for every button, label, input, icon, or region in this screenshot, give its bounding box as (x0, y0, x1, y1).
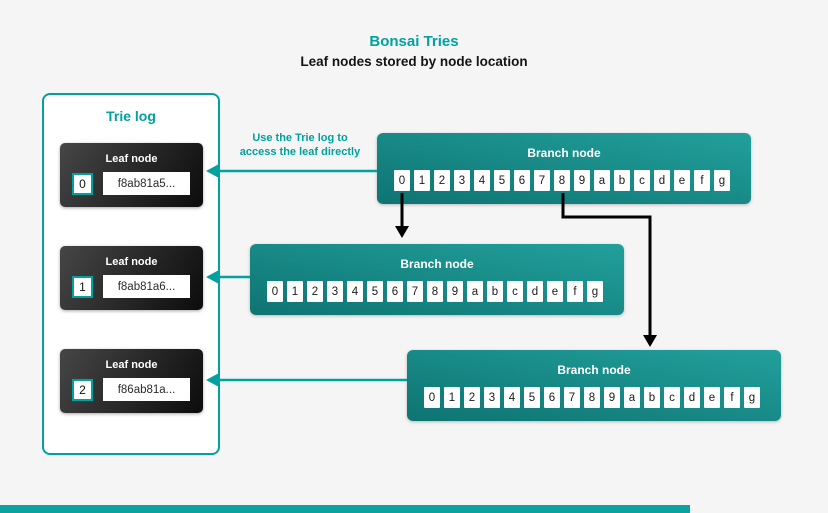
annotation-line-2: access the leaf directly (239, 146, 361, 158)
branch-cell: e (674, 170, 690, 191)
branch-cell: 5 (524, 387, 540, 408)
branch-cell: g (744, 387, 760, 408)
branch-cell: 7 (564, 387, 580, 408)
leaf-hash-box: f8ab81a6... (103, 275, 190, 298)
leaf-node-label: Leaf node (105, 153, 158, 165)
branch-cell: 7 (407, 281, 423, 302)
leaf-node-card-1: Leaf node 1 f8ab81a6... (60, 246, 203, 310)
branch-cell: f (694, 170, 710, 191)
branch-cell: g (714, 170, 730, 191)
trie-log-annotation: Use the Trie log to access the leaf dire… (222, 131, 378, 159)
branch-cell: g (587, 281, 603, 302)
leaf-hash-box: f86ab81a... (103, 378, 190, 401)
annotation-line-1: Use the Trie log to (252, 132, 348, 144)
branch-cell: 9 (574, 170, 590, 191)
branch-cell: d (684, 387, 700, 408)
branch-cell: 3 (454, 170, 470, 191)
branch-cell: a (467, 281, 483, 302)
branch-cell: f (724, 387, 740, 408)
leaf-node-card-2: Leaf node 2 f86ab81a... (60, 349, 203, 413)
branch-cell: a (624, 387, 640, 408)
diagram-header: Bonsai Tries Leaf nodes stored by node l… (0, 33, 828, 69)
branch-cell: e (704, 387, 720, 408)
branch-cell: 1 (414, 170, 430, 191)
branch-cell: 2 (307, 281, 323, 302)
branch-cell: 5 (367, 281, 383, 302)
branch-cell: b (614, 170, 630, 191)
branch-cell: e (547, 281, 563, 302)
leaf-row: 0 f8ab81a5... (60, 172, 203, 195)
branch-cell: a (594, 170, 610, 191)
arrowhead-down-icon (395, 226, 409, 238)
page-subtitle: Leaf nodes stored by node location (300, 54, 528, 69)
leaf-index-box: 2 (72, 378, 93, 401)
branch-cell: b (644, 387, 660, 408)
branch-cell: 2 (434, 170, 450, 191)
branch-cell: 4 (504, 387, 520, 408)
arrowhead-down-icon (643, 335, 657, 347)
bottom-progress-bar (0, 505, 690, 513)
branch-cell: f (567, 281, 583, 302)
branch-cell: 1 (444, 387, 460, 408)
branch-cell: 6 (387, 281, 403, 302)
page-title: Bonsai Tries (369, 33, 459, 50)
branch-node-label: Branch node (400, 257, 474, 271)
branch-cell: 1 (287, 281, 303, 302)
branch-cell: 4 (474, 170, 490, 191)
leaf-hash-box: f8ab81a5... (103, 172, 190, 195)
leaf-row: 2 f86ab81a... (60, 378, 203, 401)
leaf-index-box: 1 (72, 275, 93, 298)
branch-cell: 3 (484, 387, 500, 408)
branch-cell: d (654, 170, 670, 191)
leaf-row: 1 f8ab81a6... (60, 275, 203, 298)
leaf-node-label: Leaf node (105, 359, 158, 371)
branch-cell: 4 (347, 281, 363, 302)
branch-cell: b (487, 281, 503, 302)
branch-cell: d (527, 281, 543, 302)
leaf-node-label: Leaf node (105, 256, 158, 268)
branch-cell: 8 (584, 387, 600, 408)
branch-cell: 5 (494, 170, 510, 191)
branch-cell: c (507, 281, 523, 302)
branch-cell: 9 (604, 387, 620, 408)
branch-cell: 0 (424, 387, 440, 408)
branch-node-label: Branch node (557, 363, 631, 377)
branch-cell: 9 (447, 281, 463, 302)
trie-log-title: Trie log (106, 108, 156, 124)
branch-cell: 8 (554, 170, 570, 191)
trie-log-panel: Trie log Leaf node 0 f8ab81a5... Leaf no… (42, 93, 220, 455)
branch-cell: 0 (394, 170, 410, 191)
leaf-index-box: 0 (72, 172, 93, 195)
branch-cell: 6 (514, 170, 530, 191)
branch-cell: c (664, 387, 680, 408)
branch-cell: 3 (327, 281, 343, 302)
branch-cell: 6 (544, 387, 560, 408)
branch-cell: c (634, 170, 650, 191)
branch-node-label: Branch node (527, 146, 601, 160)
branch-cell: 8 (427, 281, 443, 302)
branch-cell: 2 (464, 387, 480, 408)
branch-cell: 0 (267, 281, 283, 302)
leaf-node-card-0: Leaf node 0 f8ab81a5... (60, 143, 203, 207)
branch-cell: 7 (534, 170, 550, 191)
